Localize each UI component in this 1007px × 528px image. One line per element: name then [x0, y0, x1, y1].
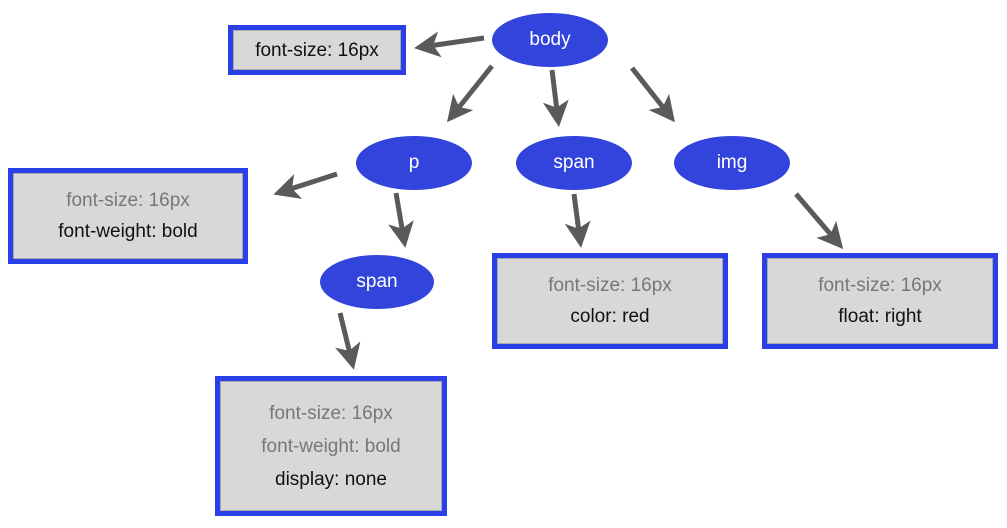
edge-arrow	[542, 69, 569, 127]
node-label: body	[529, 28, 571, 50]
edge-arrow	[335, 312, 361, 370]
inherited-property: font-size: 16px	[66, 190, 190, 211]
property-box-span-top-props: font-size: 16px color: red	[492, 253, 728, 349]
property-box-body-props: font-size: 16px	[228, 25, 406, 75]
edge-arrow	[794, 192, 844, 250]
edge-arrow	[273, 171, 338, 199]
declared-property: color: red	[570, 306, 650, 327]
node-p[interactable]: p	[356, 136, 472, 190]
property-box-span-nested-props: font-size: 16px font-weight: bold display:…	[215, 376, 447, 516]
property-box-p-props: font-size: 16px font-weight: bold	[8, 168, 248, 264]
declared-property: display: none	[275, 468, 387, 490]
edge-arrow	[388, 192, 414, 248]
node-label: img	[716, 151, 748, 173]
inherited-property: font-size: 16px	[548, 275, 672, 296]
edge-arrow	[447, 64, 494, 123]
node-body[interactable]: body	[492, 13, 608, 67]
declared-property: font-size: 16px	[255, 39, 379, 61]
node-span-nested[interactable]: span	[320, 255, 434, 309]
node-span-top[interactable]: span	[516, 136, 632, 190]
declared-property: float: right	[838, 306, 922, 327]
inherited-property: font-size: 16px	[818, 275, 942, 296]
node-img[interactable]: img	[674, 136, 790, 190]
edge-arrow	[630, 66, 675, 123]
property-box-img-props: font-size: 16px float: right	[762, 253, 998, 349]
inherited-property: font-weight: bold	[261, 435, 401, 457]
edge-arrow	[414, 31, 485, 58]
inherited-property: font-size: 16px	[269, 402, 393, 424]
node-label: p	[408, 151, 420, 173]
node-label: span	[356, 270, 398, 292]
declared-property: font-weight: bold	[58, 221, 198, 242]
edge-arrow	[564, 193, 591, 248]
node-label: span	[553, 151, 595, 173]
